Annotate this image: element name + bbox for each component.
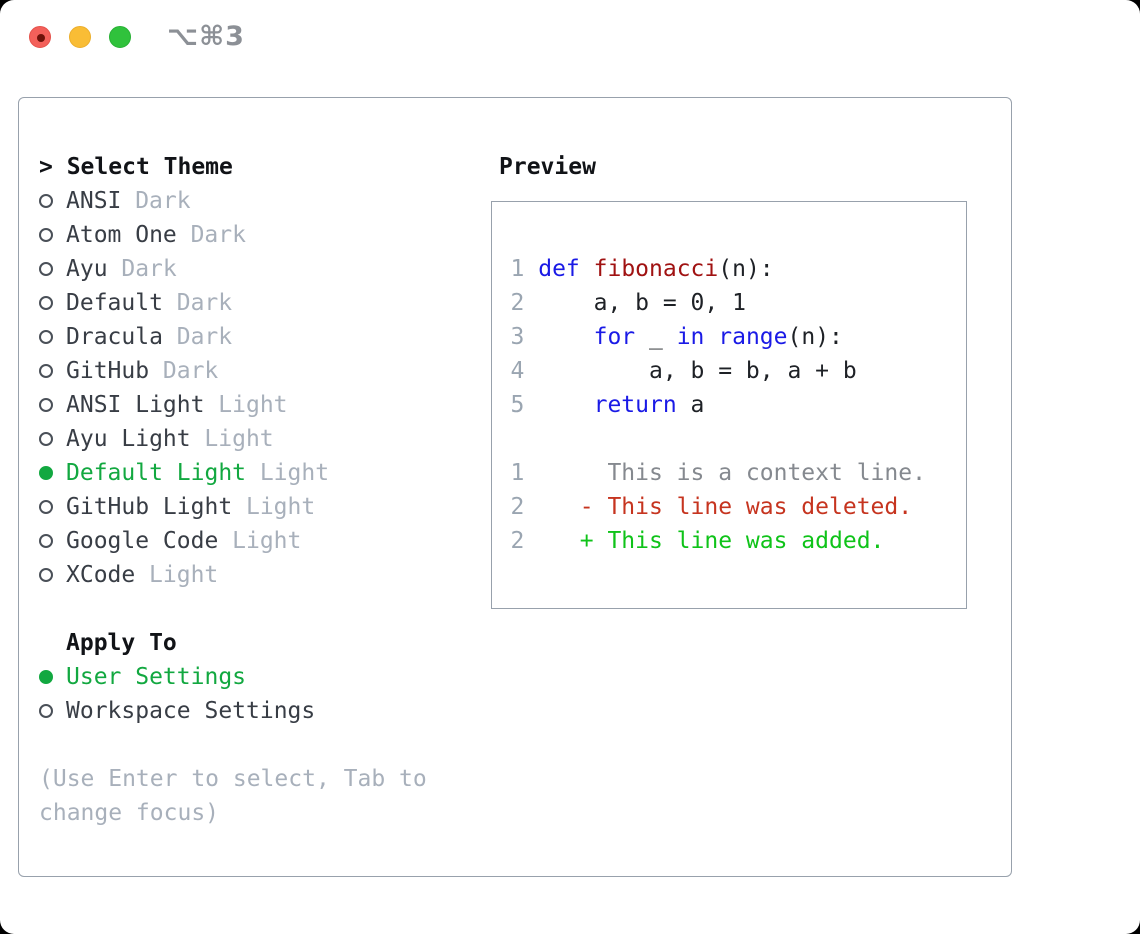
apply-option-user-settings[interactable]: User Settings	[39, 660, 481, 694]
code-line: 4 a, b = b, a + b	[510, 357, 857, 384]
radio-icon	[39, 704, 53, 718]
help-text-line-1: (Use Enter to select, Tab to	[39, 766, 427, 792]
zoom-button[interactable]	[109, 26, 131, 48]
focus-caret-icon: >	[39, 154, 67, 180]
radio-icon	[39, 398, 53, 412]
minimize-button[interactable]	[69, 26, 91, 48]
close-dot-icon	[37, 34, 45, 42]
select-theme-header: > Select Theme	[39, 150, 481, 184]
preview-pane: 1 def fibonacci(n): 2 a, b = 0, 1 3 for …	[491, 201, 967, 609]
bullet-spacer	[39, 636, 53, 650]
spacer	[39, 728, 481, 762]
radio-icon	[39, 534, 53, 548]
spacer	[39, 592, 481, 626]
radio-icon	[39, 296, 53, 310]
radio-icon	[39, 500, 53, 514]
window-title: ⌥⌘3	[167, 21, 245, 52]
code-line: 5 return a	[510, 391, 705, 418]
code-line: 1 def fibonacci(n):	[510, 255, 774, 282]
radio-selected-icon	[39, 670, 53, 684]
close-button[interactable]	[29, 26, 51, 48]
radio-selected-icon	[39, 466, 53, 480]
radio-icon	[39, 364, 53, 378]
radio-icon	[39, 194, 53, 208]
apply-option-workspace-settings[interactable]: Workspace Settings	[39, 694, 481, 728]
radio-icon	[39, 568, 53, 582]
code-line: 3 for _ in range(n):	[510, 323, 843, 350]
preview-header: Preview	[499, 154, 596, 180]
radio-icon	[39, 330, 53, 344]
radio-icon	[39, 262, 53, 276]
diff-context-line: 1 This is a context line.	[510, 459, 926, 486]
preview-column: Preview 1 def fibonacci(n): 2 a, b = 0, …	[481, 150, 1011, 876]
help-text-line-2: change focus)	[39, 800, 220, 826]
radio-icon	[39, 432, 53, 446]
select-theme-title: Select Theme	[66, 154, 233, 180]
window-controls	[29, 26, 131, 48]
apply-to-header: Apply To	[39, 626, 481, 660]
blank-line	[511, 422, 957, 456]
code-line: 2 a, b = 0, 1	[510, 289, 746, 316]
radio-icon	[39, 228, 53, 242]
diff-deleted-line: 2 - This line was deleted.	[510, 493, 913, 520]
diff-added-line: 2 + This line was added.	[510, 527, 885, 554]
